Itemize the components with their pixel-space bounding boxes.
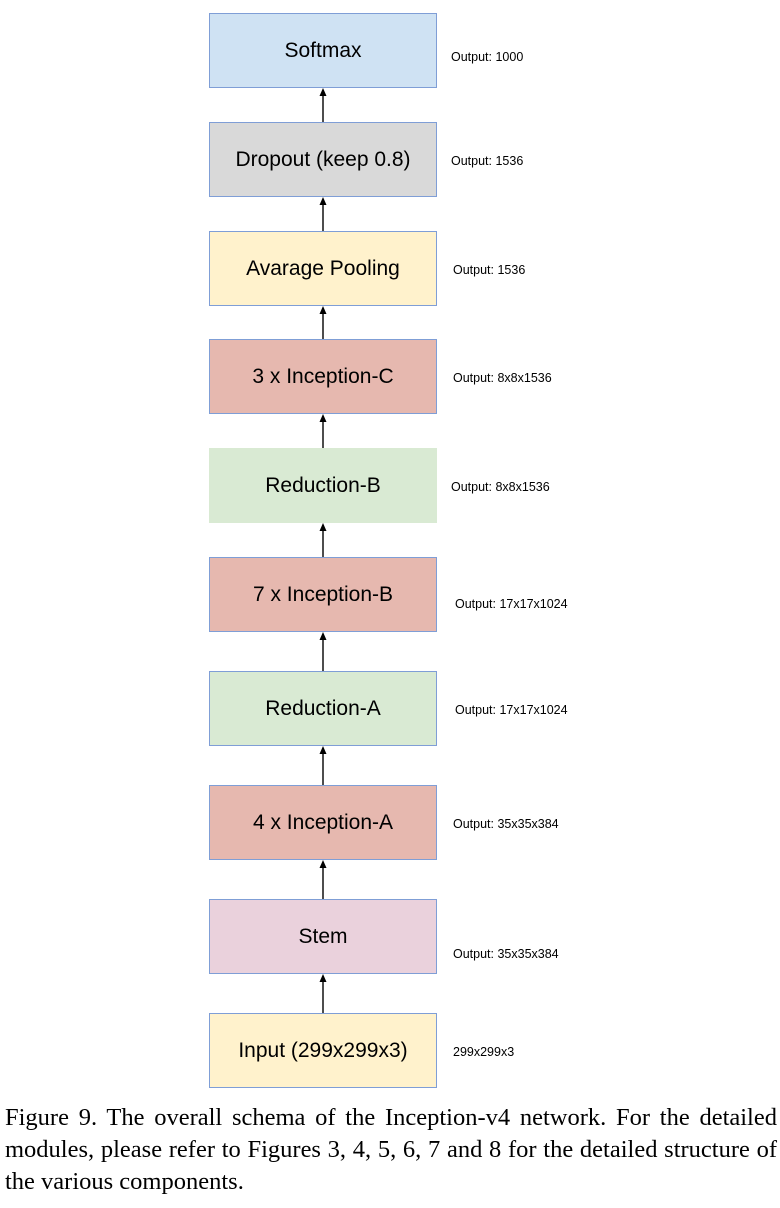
block-softmax: Softmax — [209, 13, 437, 88]
arrow-dropout-to-softmax — [317, 88, 329, 122]
arrow-pooling-to-dropout — [317, 197, 329, 231]
block-dropout: Dropout (keep 0.8) — [209, 122, 437, 197]
arrow-reduction-a-to-inception-b — [317, 632, 329, 671]
output-label-average-pooling: Output: 1536 — [453, 263, 526, 277]
block-reduction-b: Reduction-B — [209, 448, 437, 523]
output-label-reduction-a: Output: 17x17x1024 — [455, 703, 568, 717]
figure-caption: Figure 9. The overall schema of the Ince… — [5, 1104, 777, 1195]
arrow-inception-a-to-reduction-a — [317, 746, 329, 785]
block-inception-a: 4 x Inception-A — [209, 785, 437, 860]
block-inception-c: 3 x Inception-C — [209, 339, 437, 414]
arrow-inception-b-to-reduction-b — [317, 523, 329, 557]
output-label-inception-a: Output: 35x35x384 — [453, 817, 559, 831]
arrow-inception-c-to-pooling — [317, 306, 329, 339]
arrow-input-to-stem — [317, 974, 329, 1013]
block-stem: Stem — [209, 899, 437, 974]
block-average-pooling: Avarage Pooling — [209, 231, 437, 306]
output-label-reduction-b: Output: 8x8x1536 — [451, 480, 550, 494]
arrow-stem-to-inception-a — [317, 860, 329, 899]
arrow-reduction-b-to-inception-c — [317, 414, 329, 448]
block-inception-b: 7 x Inception-B — [209, 557, 437, 632]
output-label-softmax: Output: 1000 — [451, 50, 524, 64]
output-label-stem: Output: 35x35x384 — [453, 947, 559, 961]
block-reduction-a: Reduction-A — [209, 671, 437, 746]
output-label-dropout: Output: 1536 — [451, 154, 524, 168]
output-label-inception-b: Output: 17x17x1024 — [455, 597, 568, 611]
output-label-inception-c: Output: 8x8x1536 — [453, 371, 552, 385]
block-input: Input (299x299x3) — [209, 1013, 437, 1088]
output-label-input: 299x299x3 — [453, 1045, 515, 1059]
